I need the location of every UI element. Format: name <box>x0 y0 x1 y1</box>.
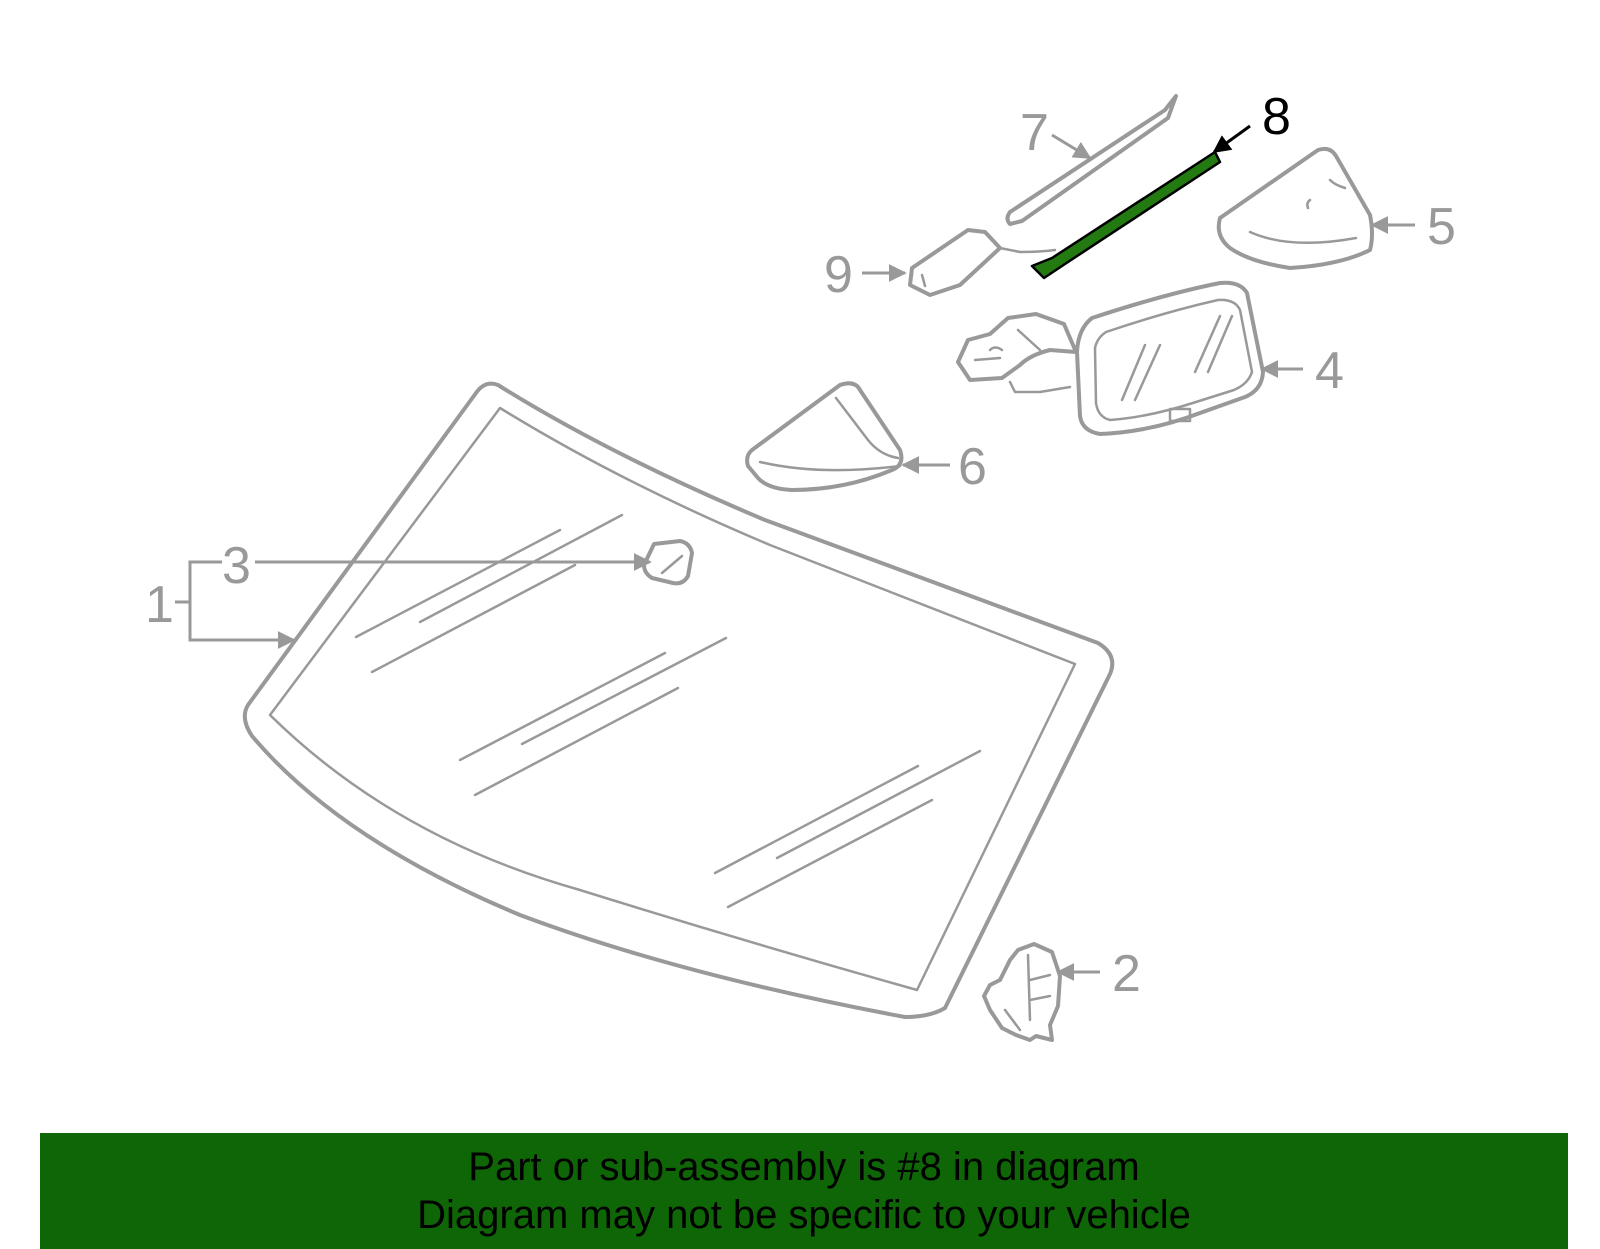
callout-6-label: 6 <box>958 438 987 496</box>
banner-line-1: Part or sub-assembly is #8 in diagram <box>468 1145 1140 1189</box>
callout-5-label: 5 <box>1427 198 1456 256</box>
callout-4: 4 <box>1260 342 1344 400</box>
mirror-cover-part-5 <box>1216 146 1374 270</box>
callout-3-label: 3 <box>222 537 251 595</box>
callout-6: 6 <box>901 438 987 496</box>
windshield-part-1 <box>242 381 1115 1019</box>
highlighted-strip-part-8 <box>1030 150 1222 280</box>
callout-4-label: 4 <box>1315 342 1344 400</box>
banner-line-2: Diagram may not be specific to your vehi… <box>417 1193 1191 1237</box>
mount-bracket-part-9 <box>908 228 1057 297</box>
callout-7: 7 <box>1020 104 1092 162</box>
callout-2-label: 2 <box>1112 945 1141 1003</box>
rear-view-mirror-part-4 <box>956 280 1265 436</box>
callout-9-label: 9 <box>824 246 853 304</box>
windshield-glare-lines <box>354 513 982 909</box>
callout-7-label: 7 <box>1020 104 1049 162</box>
callout-3: 3 <box>222 537 652 595</box>
callout-1: 1 <box>145 560 296 649</box>
info-banner: Part or sub-assembly is #8 in diagram Di… <box>40 1133 1568 1249</box>
clip-part-2 <box>982 942 1062 1042</box>
part-8-fill <box>1030 150 1222 280</box>
mirror-cover-part-6 <box>745 381 904 492</box>
callout-5: 5 <box>1370 198 1456 256</box>
callout-8: 8 <box>1212 88 1291 154</box>
callout-2: 2 <box>1056 945 1141 1003</box>
callout-9: 9 <box>824 246 907 304</box>
callout-8-label: 8 <box>1262 88 1291 146</box>
trim-strip-part-7 <box>1005 94 1178 226</box>
callout-1-label: 1 <box>145 576 174 634</box>
sensor-bracket-part-3 <box>642 539 694 586</box>
